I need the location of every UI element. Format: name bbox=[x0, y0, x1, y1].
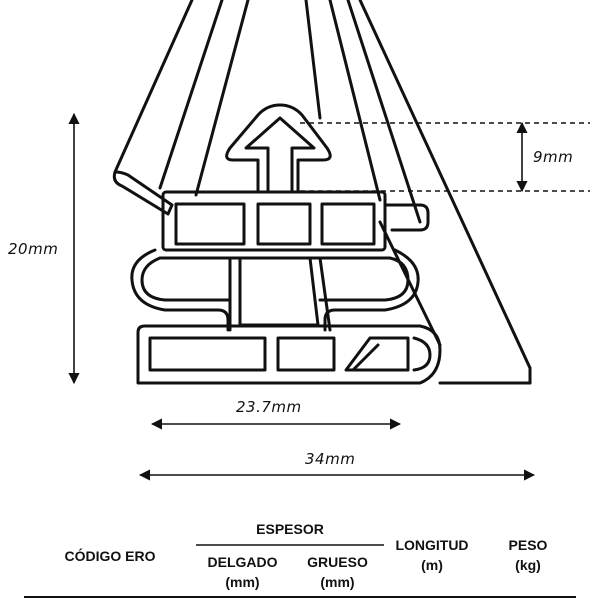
dim-9mm-label: 9mm bbox=[533, 148, 574, 166]
perspective-edges bbox=[113, 0, 532, 385]
header-longitud: LONGITUD (m) bbox=[395, 537, 469, 573]
dim-23-7mm-label: 23.7mm bbox=[236, 398, 302, 416]
upper-chambers bbox=[161, 190, 430, 252]
mid-channel bbox=[130, 248, 420, 332]
base-chambers bbox=[136, 324, 442, 385]
header-codigo-ero: CÓDIGO ERO bbox=[64, 548, 156, 564]
dim-20mm-label: 20mm bbox=[8, 240, 59, 258]
header-delgado: DELGADO (mm) bbox=[207, 554, 278, 590]
header-grueso: GRUESO (mm) bbox=[307, 554, 368, 590]
dim-34mm-label: 34mm bbox=[305, 450, 356, 468]
tongue bbox=[225, 103, 332, 194]
header-espesor: ESPESOR bbox=[256, 521, 324, 537]
top-lip bbox=[112, 170, 174, 216]
header-peso: PESO (kg) bbox=[508, 537, 548, 573]
